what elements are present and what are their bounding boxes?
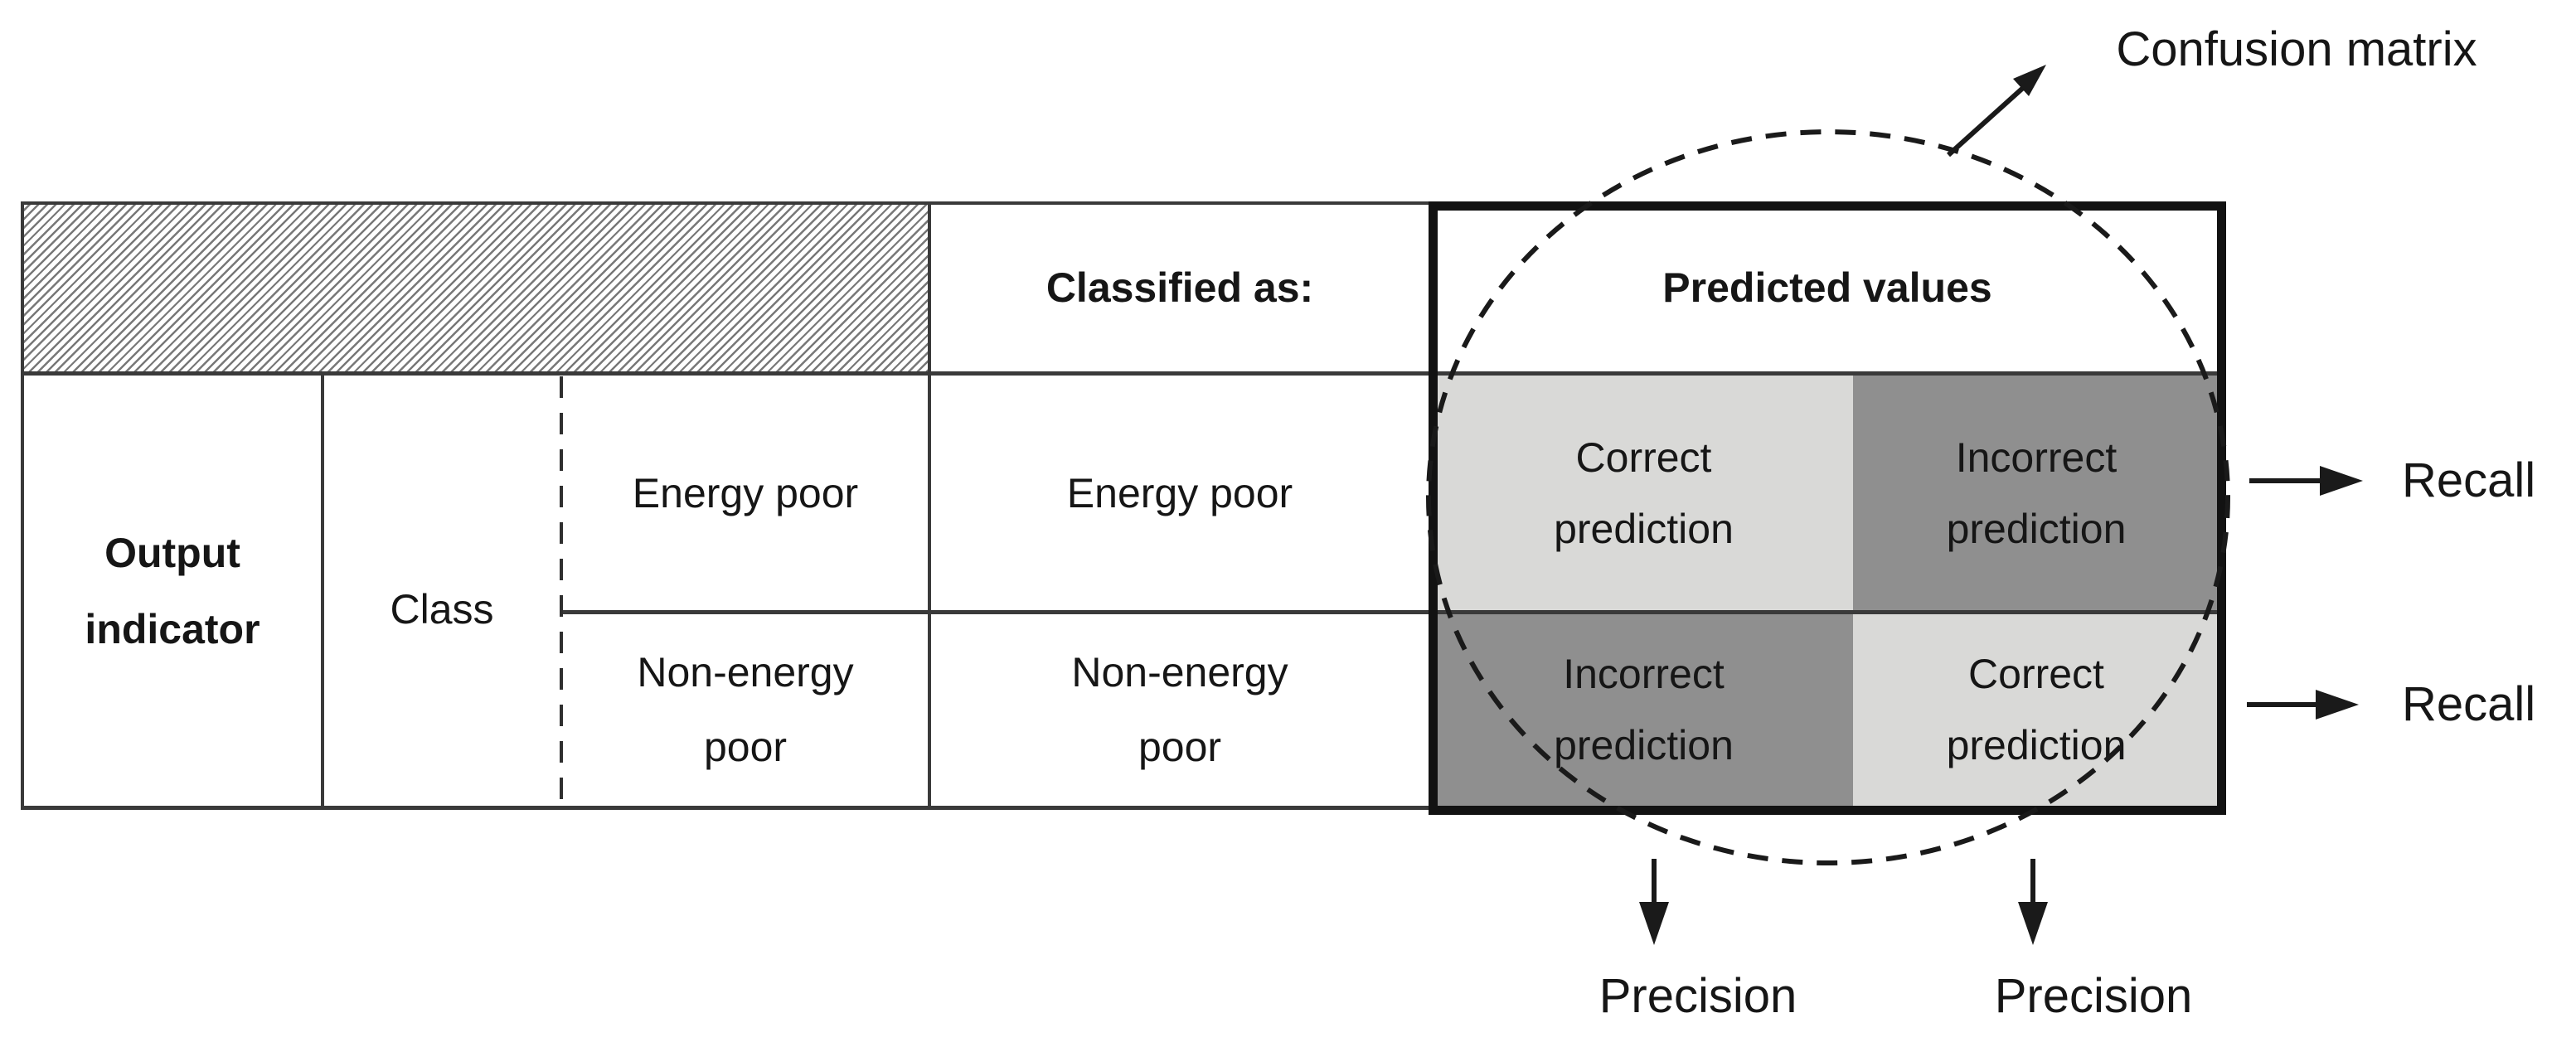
precision-arrowhead-right xyxy=(2018,902,2048,945)
classified-as-non-energy-poor: Non-energy poor xyxy=(1071,648,1288,770)
table-border-bottom xyxy=(21,806,1434,810)
output-indicator-cell: Output indicator xyxy=(85,529,260,652)
matrix-cell-incorrect-top: Incorrect prediction xyxy=(1946,434,2127,552)
precision-label-left: Precision xyxy=(1598,969,1797,1023)
col-divider-class-classified xyxy=(928,201,931,810)
header-row-divider xyxy=(21,371,2219,376)
col-divider-output-class xyxy=(321,375,324,807)
confusion-matrix-arrowhead xyxy=(2013,65,2046,96)
recall-label-bottom: Recall xyxy=(2402,677,2536,731)
predicted-values-header: Predicted values xyxy=(1662,264,1992,311)
matrix-quadrant-bottom-right xyxy=(1853,612,2219,807)
matrix-quadrant-top-right xyxy=(1853,375,2219,612)
row-divider xyxy=(560,610,2219,614)
class-value-energy-poor: Energy poor xyxy=(632,470,859,516)
class-header-cell: Class xyxy=(390,585,494,632)
matrix-quadrant-top-left xyxy=(1434,375,1853,612)
class-value-non-energy-poor: Non-energy poor xyxy=(637,648,854,770)
precision-arrowhead-left xyxy=(1639,902,1669,945)
recall-arrowhead-bottom xyxy=(2316,690,2359,720)
confusion-matrix-arrow xyxy=(1946,85,2025,158)
recall-label-top: Recall xyxy=(2402,453,2536,507)
matrix-cell-correct-top: Correct prediction xyxy=(1554,434,1734,552)
table-border-left xyxy=(21,201,24,810)
precision-label-right: Precision xyxy=(1994,969,2193,1023)
hatched-header-cell xyxy=(21,203,929,374)
classified-as-energy-poor: Energy poor xyxy=(1066,470,1293,516)
classified-as-header: Classified as: xyxy=(1045,264,1314,311)
confusion-matrix-label: Confusion matrix xyxy=(2116,22,2477,76)
matrix-cell-incorrect-bottom: Incorrect prediction xyxy=(1554,650,1734,768)
confusion-matrix-border xyxy=(1429,201,2226,815)
table-border-top xyxy=(21,201,1434,205)
matrix-cell-correct-bottom: Correct prediction xyxy=(1946,650,2127,768)
recall-arrowhead-top xyxy=(2320,466,2363,496)
matrix-quadrant-bottom-left xyxy=(1434,612,1853,807)
confusion-matrix-ellipse xyxy=(1426,129,2230,865)
